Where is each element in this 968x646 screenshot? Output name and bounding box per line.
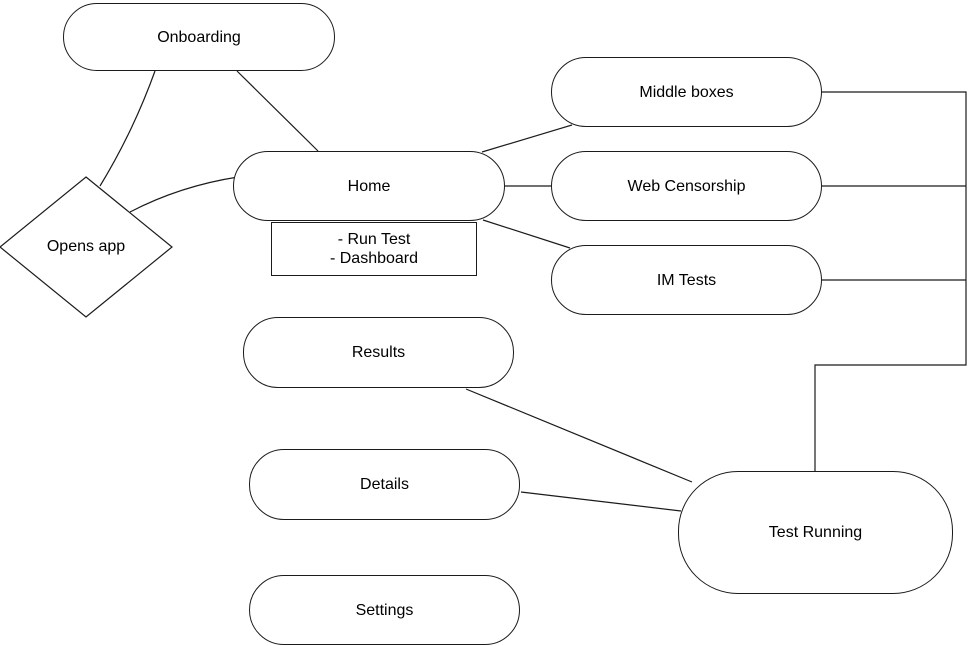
opens-app-diamond-shape [0,176,173,318]
node-home-note: - Run Test - Dashboard [271,222,477,276]
edge-details-test-running [520,491,682,512]
node-results: Results [243,317,514,388]
node-settings: Settings [249,575,520,645]
node-im-tests-label: IM Tests [656,271,717,289]
edge-home-im-tests [482,219,571,249]
edge-home-middle-boxes [481,124,573,153]
node-details-label: Details [360,476,409,493]
node-im-tests: IM Tests [551,245,822,315]
node-home: Home [233,151,505,221]
node-test-running-label: Test Running [768,524,863,541]
node-test-running: Test Running [678,471,953,594]
node-web-censorship-label: Web Censorship [627,177,746,195]
node-onboarding-label: Onboarding [157,28,241,46]
edge-opens-app-home [129,176,239,213]
edge-middle-boxes-test-running [814,91,967,471]
home-note-line-1: - Run Test [337,231,411,248]
edge-onboarding-home [236,70,319,152]
node-web-censorship: Web Censorship [551,151,822,221]
node-details: Details [249,449,520,520]
home-note-line-2: - Dashboard [329,250,419,267]
node-middle-boxes: Middle boxes [551,57,822,127]
node-middle-boxes-label: Middle boxes [639,83,734,101]
node-opens-app-label: Opens app [46,238,126,255]
edge-onboarding-opens-app [99,70,156,187]
node-settings-label: Settings [355,601,414,619]
node-onboarding: Onboarding [63,3,335,71]
node-opens-app: Opens app [6,227,166,267]
node-results-label: Results [351,344,406,361]
node-home-label: Home [347,177,391,195]
edge-results-test-running [465,388,693,483]
